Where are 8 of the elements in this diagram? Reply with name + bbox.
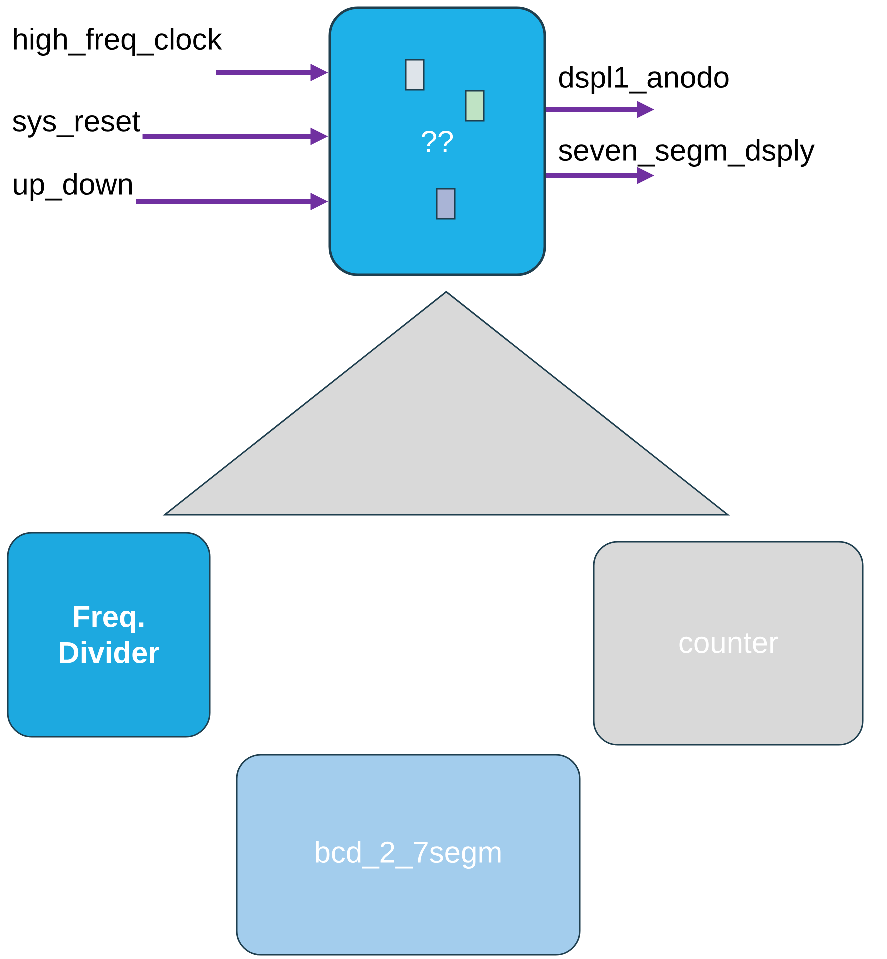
signal-label: dspl1_anodo	[559, 66, 729, 94]
module-box: ??	[328, 6, 546, 276]
signal-label: sys_reset	[13, 112, 140, 138]
signal-label: up_down	[14, 173, 132, 201]
signal-label: seven_segm_dsply	[559, 139, 815, 167]
signal-label: high_freq_clock	[14, 28, 222, 56]
block-box: bcd_2_7segm	[236, 754, 581, 956]
block-box: Freq. Divider	[7, 532, 211, 738]
